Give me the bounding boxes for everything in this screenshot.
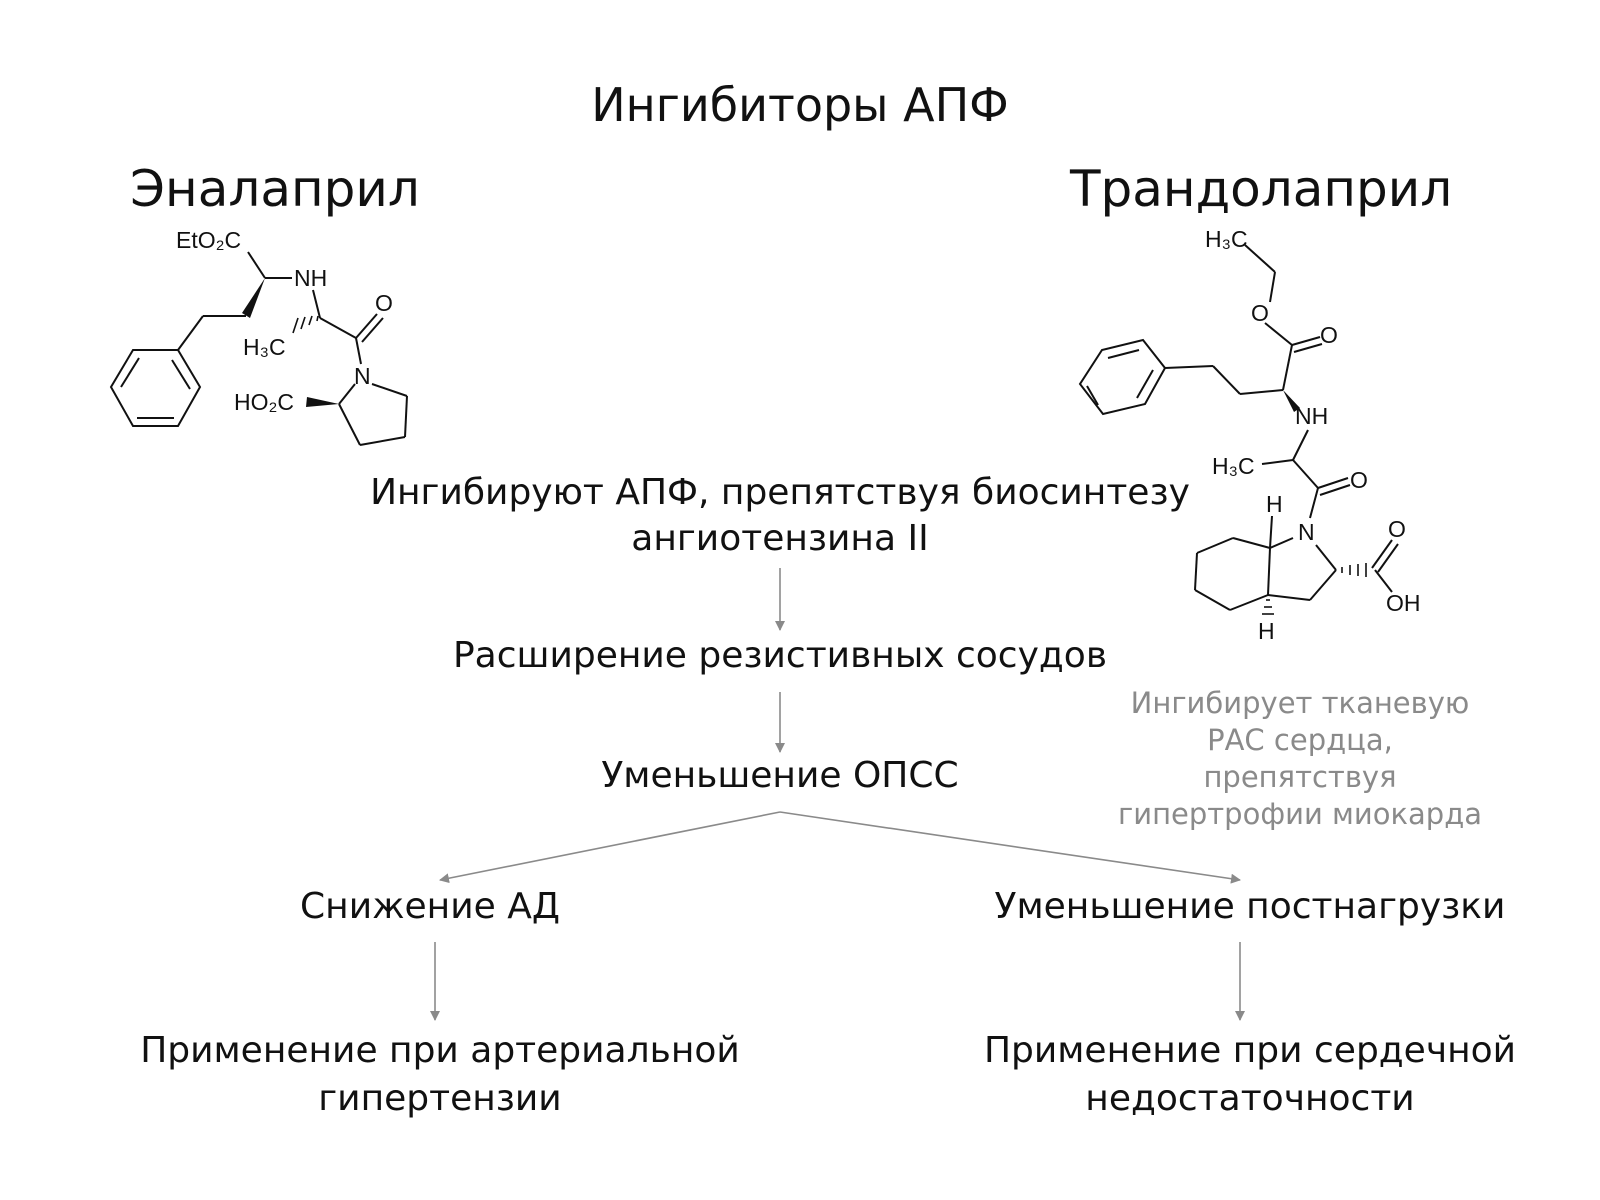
flow-outcome-heart-failure-line2: недостаточности	[1085, 1078, 1415, 1119]
flow-step-inhibition-line1: Ингибируют АПФ, препятствуя биосинтезу	[370, 472, 1190, 513]
trandolapril-label-ester-o: O	[1251, 300, 1269, 326]
enalapril-label-n: N	[354, 363, 371, 389]
trandolapril-label-methyl-top: H₃C	[1205, 226, 1248, 252]
side-note-line3: препятствуя	[1203, 760, 1397, 794]
trandolapril-label-h-bottom: H	[1258, 618, 1275, 644]
enalapril-label-o: O	[375, 290, 393, 316]
trandolapril-label-oh: OH	[1386, 590, 1421, 616]
flow-step-vasodilation: Расширение резистивных сосудов	[452, 635, 1108, 676]
enalapril-label-acid: HO₂C	[234, 389, 294, 415]
side-note: Ингибирует тканевую РАС сердца, препятст…	[1110, 685, 1490, 833]
flow-outcome-heart-failure-line1: Применение при сердечной	[983, 1030, 1517, 1071]
trandolapril-label-acid-o: O	[1388, 516, 1406, 542]
enalapril-label-nh: NH	[294, 265, 327, 291]
enalapril-label-ester: EtO₂C	[176, 227, 241, 253]
arrow-step3-to-right-branch	[779, 811, 1241, 884]
arrow-step3-to-left-branch	[439, 811, 781, 884]
trandolapril-label-h-top: H	[1266, 491, 1283, 517]
page-title: Ингибиторы АПФ	[591, 78, 1009, 132]
flow-outcome-hypertension-line1: Применение при артериальной	[140, 1030, 740, 1071]
flow-outcome-hypertension-line2: гипертензии	[318, 1078, 562, 1119]
trandolapril-label-amide-o: O	[1350, 467, 1368, 493]
trandolapril-label-nh: NH	[1295, 403, 1328, 429]
flow-step-inhibition: Ингибируют АПФ, препятствуя биосинтезу а…	[340, 470, 1220, 562]
flow-outcome-heart-failure: Применение при сердечной недостаточности	[950, 1027, 1550, 1123]
side-note-line4: гипертрофии миокарда	[1117, 797, 1483, 831]
flow-step-inhibition-line2: ангиотензина II	[631, 518, 929, 559]
flow-branch-afterload-decrease: Уменьшение постнагрузки	[994, 886, 1506, 927]
flow-step-opss: Уменьшение ОПСС	[601, 755, 959, 796]
enalapril-label-methyl: H₃C	[243, 334, 286, 360]
drug-name-enalapril: Эналаприл	[130, 160, 420, 218]
side-note-line2: РАС сердца,	[1207, 723, 1393, 757]
flow-outcome-hypertension: Применение при артериальной гипертензии	[100, 1027, 780, 1123]
trandolapril-label-carbonyl-o: O	[1320, 322, 1338, 348]
flow-branch-bp-decrease: Снижение АД	[300, 886, 560, 927]
side-note-line1: Ингибирует тканевую	[1130, 686, 1470, 720]
drug-name-trandolapril: Трандолаприл	[1070, 160, 1453, 218]
trandolapril-label-methyl: H₃C	[1212, 453, 1255, 479]
trandolapril-label-n: N	[1298, 519, 1315, 545]
